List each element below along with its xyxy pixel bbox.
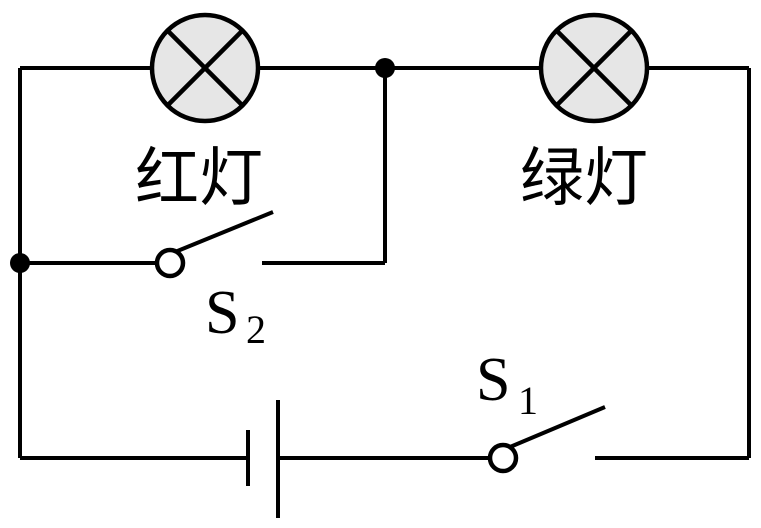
switch-s1-label: S [476,346,510,414]
switch-s2-label: S [205,279,239,347]
battery-icon [246,400,280,518]
switch-s1-subscript: 1 [518,378,538,423]
switch-s1-blade [509,405,606,449]
green-lamp-label: 绿灯 [520,142,648,216]
switch-s2-contact [154,247,186,279]
red-lamp-label: 红灯 [135,142,263,216]
junction-left [10,253,30,273]
green-lamp-icon [538,12,650,124]
switch-s1-contact [487,442,519,474]
switch-s2-letter: S [205,279,239,347]
junction-top [375,58,395,78]
switch-s2-icon [154,210,274,279]
switch-s1-icon [487,405,606,474]
red-lamp-icon [149,12,261,124]
switch-s2-subscript: 2 [246,307,266,352]
switch-s2-blade [174,210,274,254]
switch-s1-letter: S [476,346,510,414]
